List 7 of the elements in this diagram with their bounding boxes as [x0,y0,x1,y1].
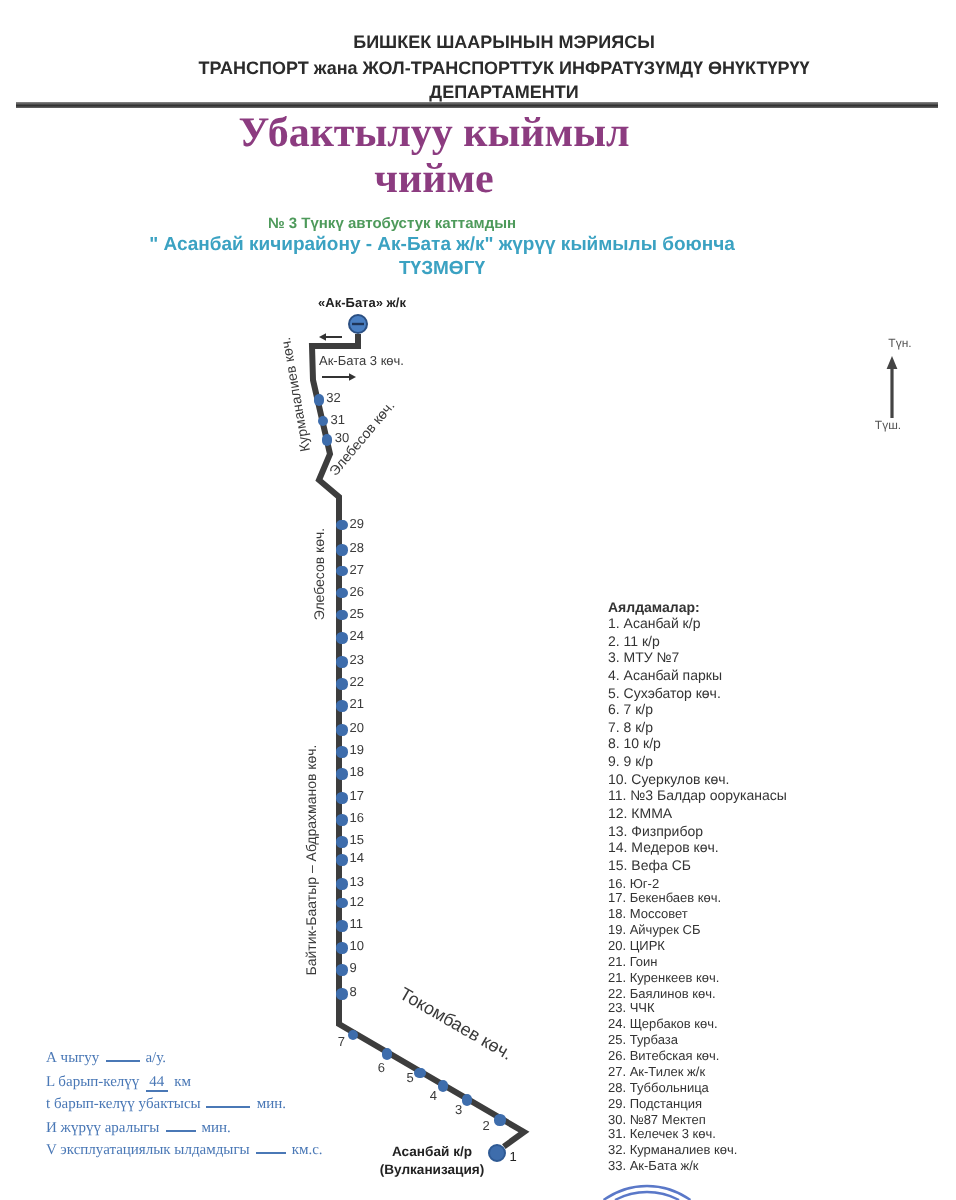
route-line [308,334,530,1150]
end-stop-dot [487,1143,506,1161]
header-text: ТРАНСПОРТ жана ЖОЛ-ТРАНСПОРТТУК ИНФРАТҮЗҮМДҮ ӨНҮКТҮРҮҮ ДЕПАРТАМЕНТИ [196,55,812,105]
end-stop-circle [348,314,368,334]
title-text: Убактылуу кыймыл чийме [236,110,632,202]
header-text: БИШКЕК ШААРЫНЫН МЭРИЯСЫ [351,30,657,55]
subtitle-text: " Асанбай кичирайону - Ак-Бата ж/к" жүрүү кыймылы боюнча ТҮЗМӨГҮ [147,234,737,282]
